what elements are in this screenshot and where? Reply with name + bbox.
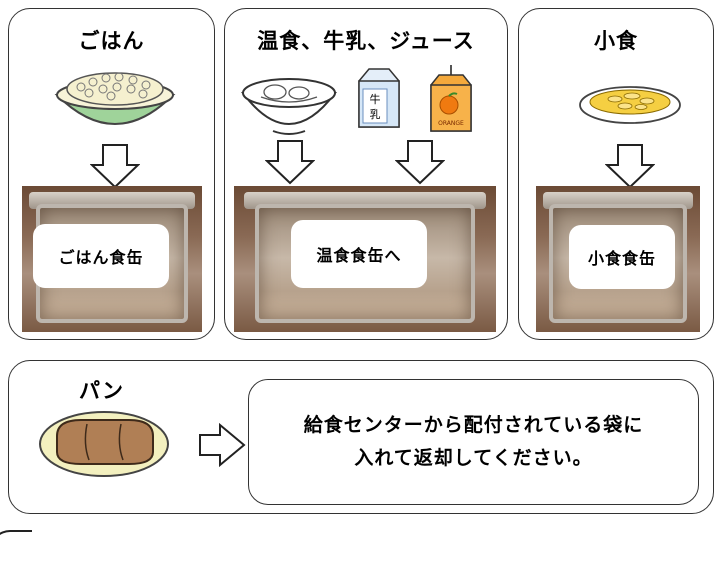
down-arrow-icon — [90, 144, 140, 189]
side-panel: 小食 小食食缶 — [518, 8, 714, 340]
soup-heading: 温食、牛乳、ジュース — [257, 29, 475, 53]
down-arrow-icon — [605, 144, 655, 189]
juice-label: ORANGE — [438, 120, 464, 127]
down-arrow-icon — [395, 140, 445, 185]
milk-label-1: 牛 — [370, 92, 381, 106]
rice-container-label: ごはん食缶 — [33, 224, 169, 288]
soup-panel: 温食、牛乳、ジュース 牛 乳 ORANGE 温食食缶へ — [224, 8, 508, 340]
down-arrow-icon — [265, 140, 315, 185]
bread-panel: パン 給食センターから配付されている袋に 入れて返却してください。 — [8, 360, 714, 514]
next-panel-edge — [0, 530, 32, 572]
side-heading: 小食 — [594, 29, 638, 53]
soup-bowl-icon — [241, 78, 337, 135]
rice-bowl-icon — [54, 72, 176, 125]
rice-container-photo — [22, 186, 202, 332]
side-dish-plate-icon — [579, 86, 681, 124]
milk-carton-icon: 牛 乳 — [358, 68, 400, 128]
orange-juice-carton-icon: ORANGE — [430, 65, 472, 132]
soup-container-label: 温食食缶へ — [291, 220, 427, 288]
return-instruction-line2: 入れて返却してください。 — [354, 447, 593, 469]
right-arrow-icon — [199, 423, 246, 467]
rice-heading: ごはん — [78, 29, 145, 53]
milk-label-2: 乳 — [370, 108, 381, 121]
bread-heading: パン — [79, 379, 125, 403]
bread-icon — [39, 411, 169, 477]
return-instruction-line1: 給食センターから配付されている袋に — [303, 413, 644, 436]
side-container-label: 小食食缶 — [569, 225, 675, 289]
rice-panel: ごはん ごはん食缶 — [8, 8, 215, 340]
return-instruction-box: 給食センターから配付されている袋に 入れて返却してください。 — [248, 379, 699, 505]
